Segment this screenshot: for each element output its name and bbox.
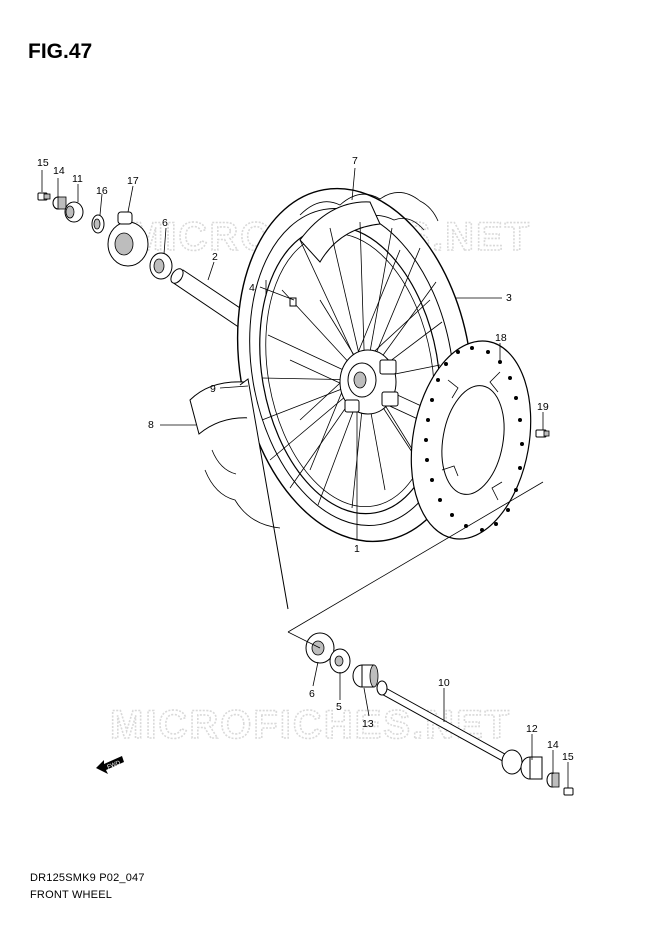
part-4-spoke-nipple	[289, 297, 297, 307]
callout-19: 19	[537, 401, 549, 413]
callout-9: 9	[210, 383, 216, 395]
callout-15-top: 15	[37, 157, 49, 169]
part-1-hub	[339, 349, 399, 415]
callout-labels: 15 14 11 16 17 6 2 4 7 3 18 19 9 8 1 6 5…	[37, 155, 574, 771]
left-axle-hardware	[37, 192, 273, 333]
part-15-bolt	[37, 192, 51, 201]
callout-3: 3	[506, 292, 512, 304]
part-13-spacer	[352, 664, 379, 688]
callout-6-top: 6	[162, 217, 168, 229]
part-14-cap-right	[546, 772, 560, 788]
callout-1: 1	[354, 543, 360, 555]
leader-lines	[41, 167, 569, 788]
fwd-label: FWD	[107, 760, 123, 771]
callout-10: 10	[438, 677, 450, 689]
callout-14-bottom: 14	[547, 739, 559, 751]
part-9-tube	[239, 378, 289, 610]
callout-2: 2	[212, 251, 218, 263]
callout-15-bottom: 15	[562, 751, 574, 763]
callout-18: 18	[495, 332, 507, 344]
callout-12: 12	[526, 723, 538, 735]
part-19-disc-bolt	[535, 429, 550, 438]
callout-7: 7	[352, 155, 358, 167]
front-wheel-assembly	[189, 187, 474, 610]
callout-4: 4	[249, 282, 255, 294]
callout-8: 8	[148, 419, 154, 431]
callout-16: 16	[96, 185, 108, 197]
part-14-cap	[52, 196, 67, 210]
callout-5: 5	[336, 701, 342, 713]
part-10-front-axle	[376, 680, 523, 775]
part-18-brake-disc	[410, 340, 550, 540]
part-12-axle-nut-cap	[520, 756, 543, 780]
callout-14-top: 14	[53, 165, 65, 177]
part-15-bolt-right	[563, 787, 574, 796]
callout-11: 11	[72, 173, 83, 185]
figure-title: FIG.47	[28, 40, 93, 63]
part-16-washer	[91, 214, 105, 234]
callout-6-bottom: 6	[309, 688, 315, 700]
part-11-collar	[64, 201, 84, 223]
part-17-speedometer-gearbox	[107, 211, 149, 267]
part-6-bearing-left	[149, 252, 173, 280]
callout-13: 13	[362, 718, 374, 730]
forward-arrow-icon	[96, 756, 124, 774]
right-axle-hardware	[305, 632, 574, 796]
part-5-oil-seal	[329, 648, 351, 674]
drawing-name: FRONT WHEEL	[30, 889, 113, 901]
drawing-code: DR125SMK9 P02_047	[30, 872, 145, 884]
callout-17: 17	[127, 175, 139, 187]
